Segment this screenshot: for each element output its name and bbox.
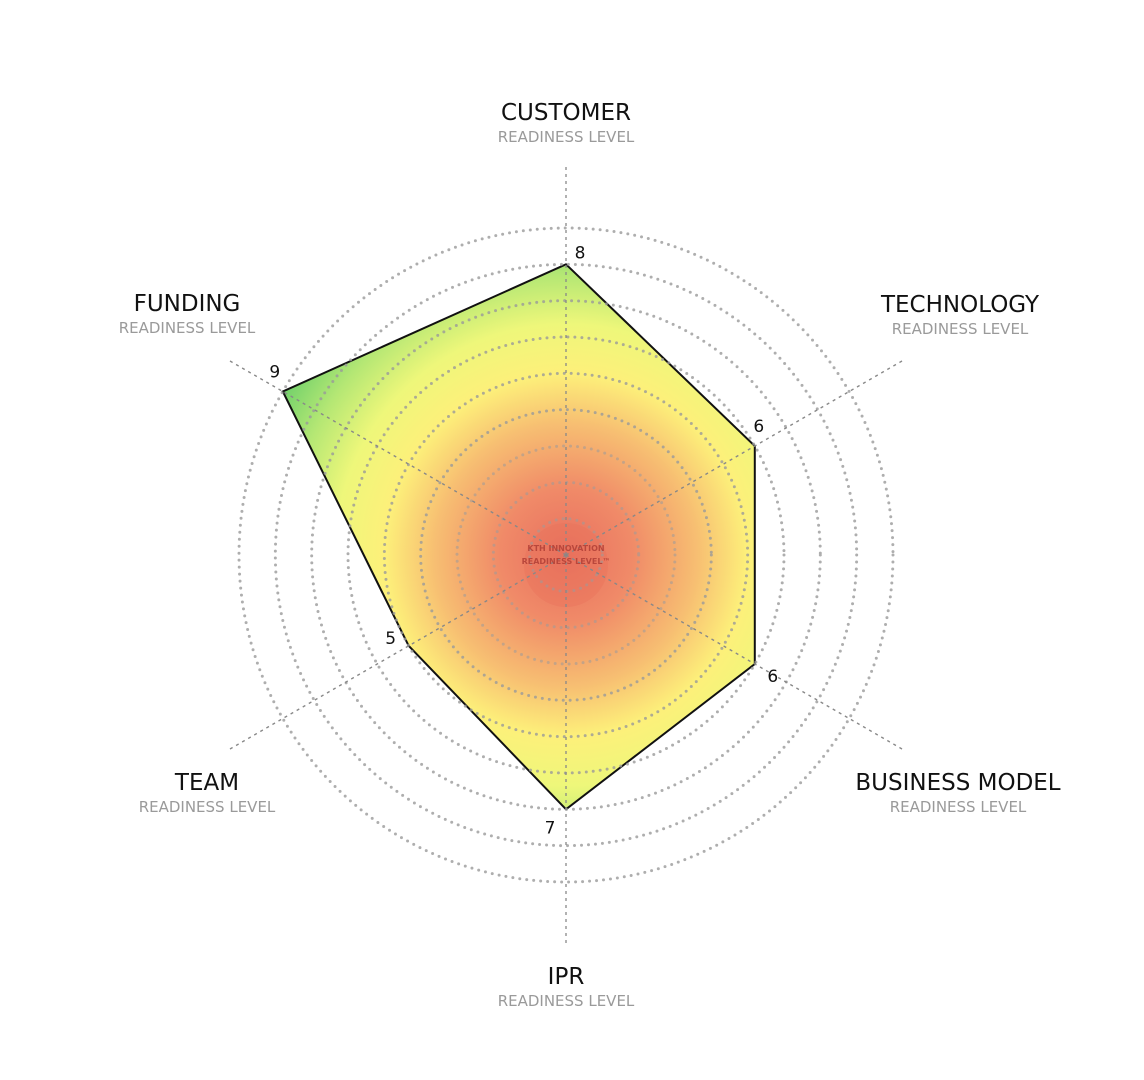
center-label-line1: KTH INNOVATION [527, 544, 604, 553]
grid-ring-5 [382, 371, 750, 739]
axis-sublabel-3: READINESS LEVEL [498, 992, 635, 1010]
axis-sublabel-5: READINESS LEVEL [119, 319, 256, 337]
axis-line-2 [565, 554, 906, 752]
value-label-3: 7 [545, 818, 556, 838]
grid-ring-9 [237, 226, 895, 884]
value-label-1: 6 [753, 417, 764, 437]
axis-sublabel-0: READINESS LEVEL [498, 128, 635, 146]
axis-sublabel-2: READINESS LEVEL [890, 798, 1027, 816]
axis-label-2: BUSINESS MODEL [855, 770, 1060, 796]
axis-label-0: CUSTOMER [501, 100, 631, 126]
axis-label-1: TECHNOLOGY [880, 292, 1040, 318]
axis-line-4 [226, 554, 567, 752]
axis-line-5 [226, 358, 567, 556]
value-label-4: 5 [385, 629, 396, 649]
grid-ring-3 [455, 444, 677, 666]
value-label-2: 6 [767, 667, 778, 687]
grid-ring-8 [273, 262, 859, 848]
axis-label-4: TEAM [174, 770, 239, 796]
axis-label-3: IPR [548, 964, 585, 990]
value-label-5: 9 [269, 363, 280, 383]
grid-ring-4 [419, 408, 713, 702]
axis-label-5: FUNDING [134, 291, 241, 317]
readiness-polygon [281, 263, 756, 811]
axis-sublabel-1: READINESS LEVEL [892, 320, 1029, 338]
axis-line-1 [565, 358, 906, 556]
center-label-line2: READINESS LEVEL™ [522, 557, 611, 566]
axis-sublabel-4: READINESS LEVEL [139, 798, 276, 816]
value-label-0: 8 [575, 243, 586, 263]
